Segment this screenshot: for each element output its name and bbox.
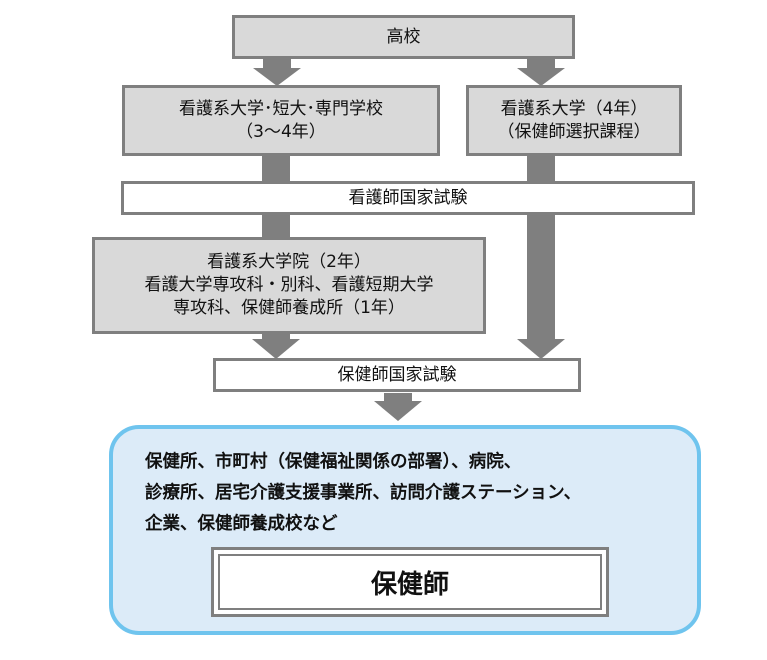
nurse-exam-box: 看護師国家試験 <box>121 181 695 215</box>
graduate-training-line-1: 看護系大学院（2年） <box>207 252 371 272</box>
phn-university-course: （保健師選択課程） <box>497 121 651 142</box>
workplace-line-1: 保健所、市町村（保健福祉関係の部署）、病院、 <box>145 452 522 472</box>
arrow-graduate-to-phn-exam <box>252 333 300 359</box>
nursing-school-label: 看護系大学･短大･専門学校 <box>179 98 383 119</box>
phn-university-box: 看護系大学（4年） （保健師選択課程） <box>466 85 682 156</box>
nursing-school-box: 看護系大学･短大･専門学校 （3～4年） <box>122 85 440 156</box>
nursing-school-duration: （3～4年） <box>236 121 326 142</box>
connector-nurse-exam-to-graduate <box>262 214 290 238</box>
workplace-panel: 保健所、市町村（保健福祉関係の部署）、病院、 診療所、居宅介護支援事業所、訪問介… <box>109 425 701 635</box>
arrow-highschool-to-nursing-school <box>253 58 301 86</box>
connector-school-to-nurse-exam <box>262 155 290 182</box>
arrow-phn-exam-to-outcome <box>374 393 422 421</box>
phn-exam-box: 保健師国家試験 <box>213 358 581 392</box>
workplace-list: 保健所、市町村（保健福祉関係の部署）、病院、 診療所、居宅介護支援事業所、訪問介… <box>145 447 581 540</box>
graduate-training-line-2: 看護大学専攻科・別科、看護短期大学 <box>144 275 434 295</box>
high-school-label: 高校 <box>386 26 421 47</box>
workplace-line-2: 診療所、居宅介護支援事業所、訪問介護ステーション、 <box>145 483 582 503</box>
workplace-line-3: 企業、保健師養成校など <box>145 514 338 534</box>
graduate-training-line-3: 専攻科、保健師養成所（1年） <box>173 298 405 318</box>
graduate-training-box: 看護系大学院（2年） 看護大学専攻科・別科、看護短期大学 専攻科、保健師養成所（… <box>92 237 486 334</box>
phn-university-label: 看護系大学（4年） <box>500 98 648 119</box>
arrow-highschool-to-phn-univ <box>517 58 565 86</box>
role-title: 保健師 <box>218 554 602 610</box>
high-school-box: 高校 <box>232 15 575 59</box>
phn-exam-label: 保健師国家試験 <box>337 364 457 385</box>
nurse-exam-label: 看護師国家試験 <box>348 187 468 208</box>
role-box: 保健師 <box>211 547 609 617</box>
